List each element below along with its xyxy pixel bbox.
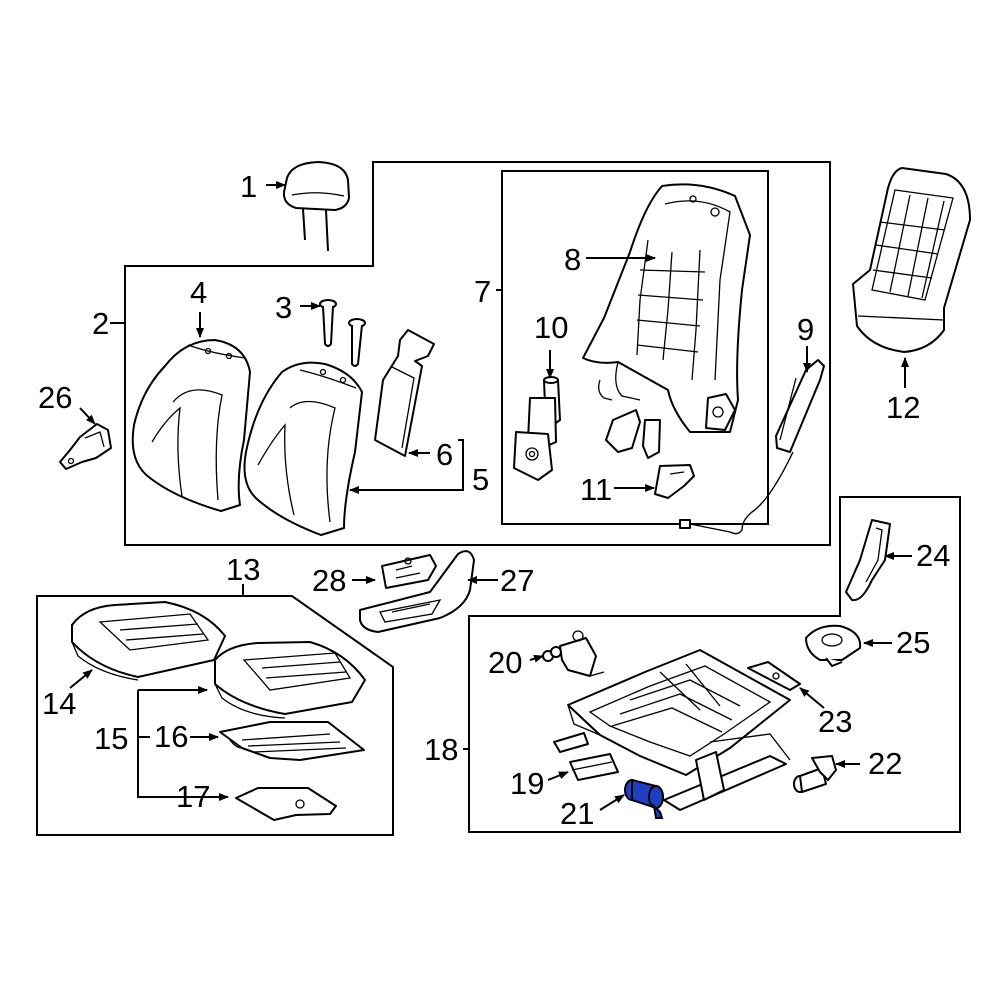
cushion-cover-part[interactable] bbox=[71, 601, 226, 681]
callout-17: 17 bbox=[176, 779, 210, 814]
sensor-mat-part[interactable] bbox=[235, 787, 337, 821]
callout-22: 22 bbox=[868, 746, 902, 781]
callout-27: 27 bbox=[500, 563, 534, 598]
seatback-group-box bbox=[124, 161, 831, 546]
callout-5: 5 bbox=[472, 462, 489, 497]
cushion-pad-part[interactable] bbox=[214, 641, 366, 719]
track-group-box bbox=[468, 496, 961, 833]
seat-track-part[interactable] bbox=[553, 649, 791, 811]
frame-subgroup-box bbox=[501, 170, 769, 525]
callout-9: 9 bbox=[797, 312, 814, 347]
track-bracket-part[interactable] bbox=[747, 661, 801, 691]
back-panel-part[interactable] bbox=[374, 329, 435, 457]
callout-16: 16 bbox=[154, 719, 188, 754]
callout-8: 8 bbox=[564, 242, 581, 277]
seat-switch-part[interactable] bbox=[381, 554, 437, 589]
callout-15: 15 bbox=[94, 721, 128, 756]
callout-11: 11 bbox=[580, 472, 612, 507]
callout-13: 13 bbox=[226, 552, 260, 587]
cushion-group-box bbox=[36, 595, 394, 836]
seatback-mesh-panel-part[interactable] bbox=[852, 167, 971, 353]
seat-control-module-part[interactable] bbox=[569, 753, 619, 781]
callout-14: 14 bbox=[42, 686, 76, 721]
side-bracket-part[interactable] bbox=[59, 423, 112, 470]
callout-23: 23 bbox=[818, 704, 852, 739]
callout-20: 20 bbox=[488, 645, 522, 680]
recline-motor-part[interactable] bbox=[513, 376, 561, 481]
callout-28: 28 bbox=[312, 563, 346, 598]
track-connector-part[interactable] bbox=[793, 755, 837, 793]
seatback-pad-part[interactable] bbox=[243, 361, 363, 536]
headrest-part[interactable] bbox=[282, 161, 350, 252]
callout-4: 4 bbox=[190, 275, 207, 310]
seatback-cover-part[interactable] bbox=[131, 339, 251, 512]
callout-7: 7 bbox=[474, 274, 491, 309]
callout-6: 6 bbox=[436, 437, 453, 472]
leader-lines bbox=[69, 181, 912, 811]
callout-21: 21 bbox=[560, 796, 594, 831]
callout-12: 12 bbox=[886, 390, 920, 425]
callout-labels: 1 2 3 4 5 6 7 8 9 10 11 12 13 14 15 16 1… bbox=[38, 169, 950, 831]
heater-mat-part[interactable] bbox=[219, 721, 365, 761]
seatback-frame-part[interactable] bbox=[582, 183, 751, 433]
track-side-cover-part[interactable] bbox=[845, 519, 891, 602]
callout-1: 1 bbox=[240, 169, 257, 204]
callout-2: 2 bbox=[92, 306, 109, 341]
callout-25: 25 bbox=[896, 625, 930, 660]
callout-18: 18 bbox=[424, 732, 458, 767]
recliner-bracket-part[interactable] bbox=[605, 409, 695, 499]
height-adjust-motor-part[interactable] bbox=[805, 624, 862, 667]
headrest-guide-part[interactable] bbox=[319, 299, 366, 367]
side-shield-part[interactable] bbox=[359, 550, 475, 633]
callout-10: 10 bbox=[534, 310, 568, 345]
callout-3: 3 bbox=[275, 290, 292, 325]
callout-26: 26 bbox=[38, 380, 72, 415]
callout-24: 24 bbox=[916, 538, 950, 573]
highlighted-motor-part[interactable] bbox=[624, 778, 664, 819]
side-airbag-part[interactable] bbox=[679, 359, 825, 535]
callout-19: 19 bbox=[510, 766, 544, 801]
slide-motor-part[interactable] bbox=[542, 630, 605, 677]
